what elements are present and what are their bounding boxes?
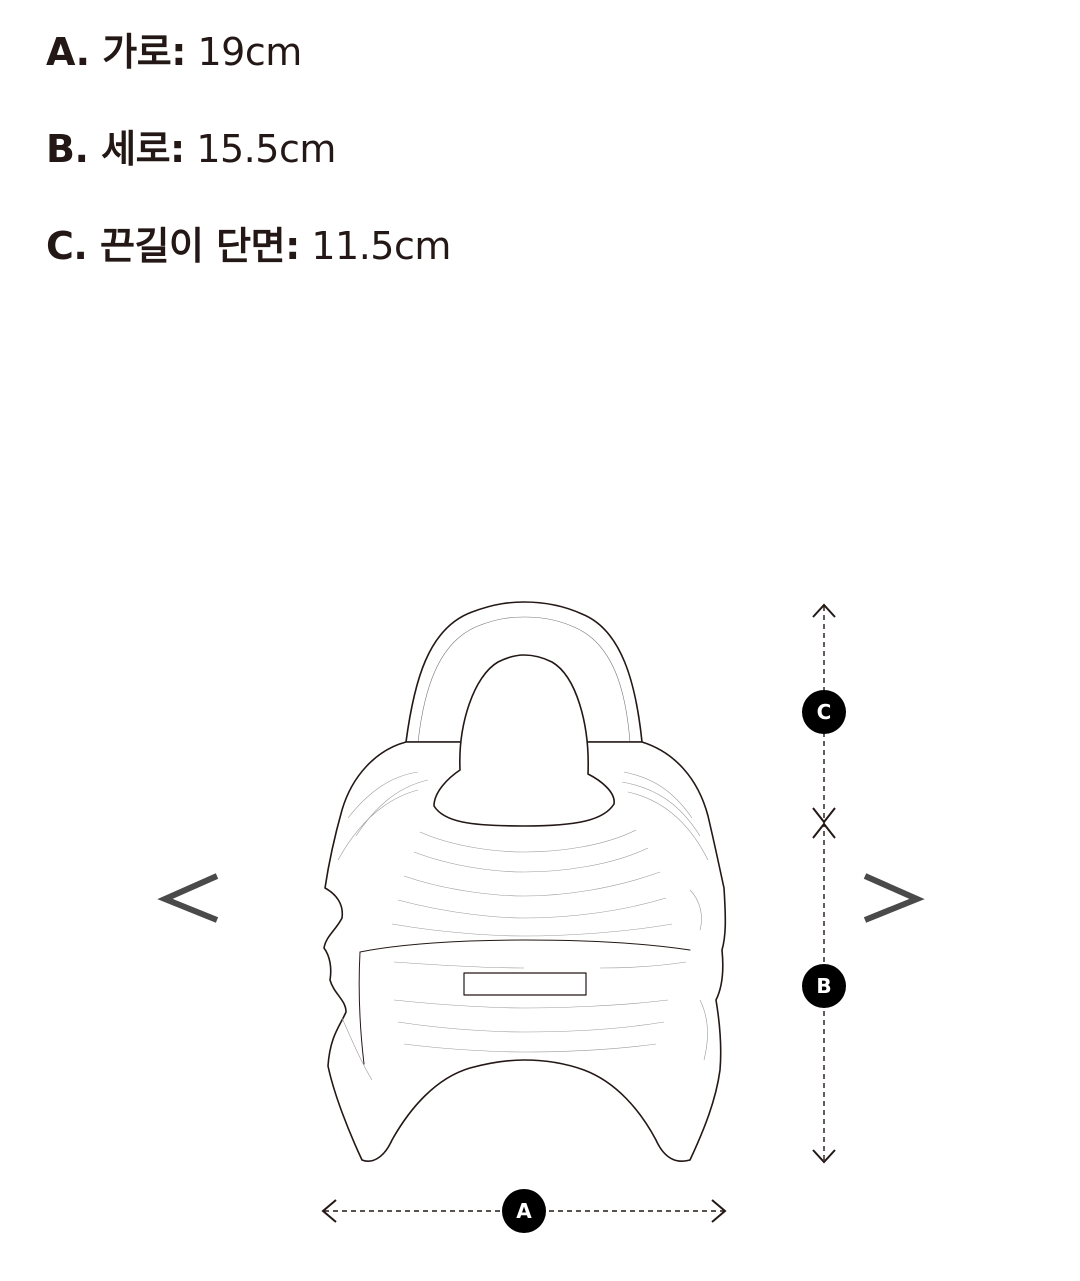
bag-body (323, 741, 727, 1162)
bag-dimension-diagram: C B A (321, 601, 846, 1233)
spec-width-label: A. 가로: (46, 30, 186, 74)
spec-height: B. 세로: 15.5cm (46, 125, 451, 173)
spec-width-value: 19cm (185, 30, 302, 74)
marker-c-label: C (817, 700, 832, 724)
bag-opening (433, 654, 615, 827)
arrow-left-icon (321, 1199, 337, 1223)
marker-a: A (502, 1189, 546, 1233)
marker-b-label: B (816, 974, 831, 998)
chevron-left-icon[interactable] (155, 862, 225, 932)
bag-label-patch (463, 972, 587, 996)
bag-handle-stitch (417, 616, 631, 743)
spec-list: A. 가로: 19cm B. 세로: 15.5cm C. 끈길이 단면: 11.… (46, 28, 451, 319)
arrow-up-icon (812, 603, 836, 618)
bag-band-seam (359, 939, 691, 953)
arrow-right-icon (711, 1199, 727, 1223)
bag-texture (337, 771, 709, 1081)
marker-b: B (802, 964, 846, 1008)
spec-strap: C. 끈길이 단면: 11.5cm (46, 222, 451, 270)
spec-height-value: 15.5cm (184, 127, 336, 171)
marker-a-label: A (516, 1199, 532, 1223)
arrow-down-icon (812, 1149, 836, 1164)
marker-c: C (802, 690, 846, 734)
divider-x-icon (812, 807, 836, 839)
height-dimension (812, 603, 836, 1164)
chevron-right-icon[interactable] (857, 862, 927, 932)
bag-side-panel-left (358, 951, 365, 1065)
spec-width: A. 가로: 19cm (46, 28, 451, 76)
bag-illustration (323, 601, 727, 1162)
spec-height-label: B. 세로: (46, 127, 185, 171)
spec-strap-value: 11.5cm (299, 224, 451, 268)
spec-strap-label: C. 끈길이 단면: (46, 224, 300, 268)
